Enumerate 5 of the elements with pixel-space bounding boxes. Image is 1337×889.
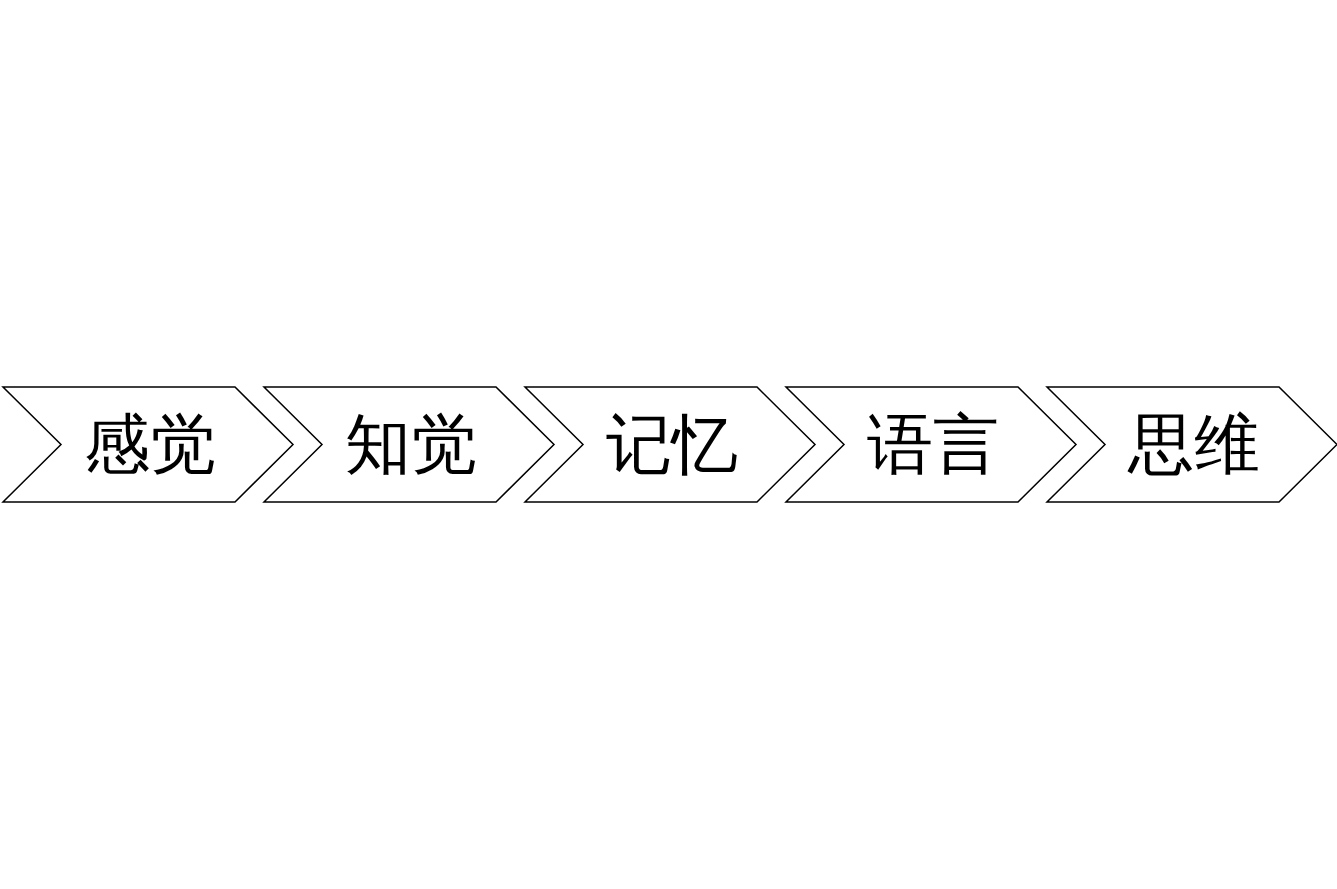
step-label: 知觉: [343, 411, 477, 478]
step-label: 记忆: [604, 411, 738, 478]
step-label: 思维: [1126, 411, 1260, 478]
step-label: 语言: [865, 411, 999, 478]
step-label: 感觉: [82, 411, 216, 478]
